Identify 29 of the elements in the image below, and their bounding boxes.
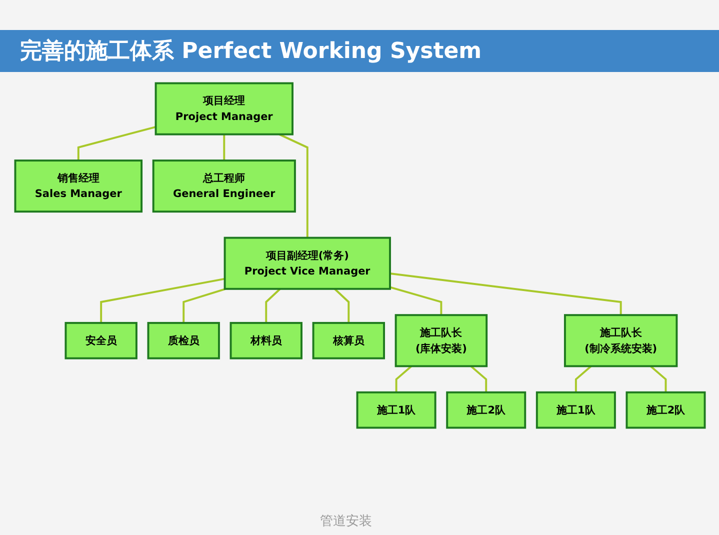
node-box: 施工队长 (制冷系统安装): [563, 314, 678, 368]
node-box: 销售经理 Sales Manager: [14, 160, 142, 213]
node-box: 安全员: [64, 322, 137, 360]
node-box: 材料员: [229, 322, 302, 360]
node-box: 施工2队: [446, 391, 526, 429]
connector: [76, 126, 156, 161]
node-box: 项目经理 Project Manager: [154, 82, 293, 136]
connector: [222, 134, 225, 161]
connector: [264, 288, 280, 323]
connector: [389, 272, 622, 316]
connector: [182, 288, 226, 323]
connector: [389, 286, 442, 316]
node-box: 质检员: [146, 322, 220, 360]
node-box: 施工队长 (库体安装): [394, 314, 488, 368]
node-box: 项目副经理(常务) Project Vice Manager: [223, 236, 390, 290]
slide-title: 完善的施工体系 Perfect Working System: [0, 30, 719, 72]
connector: [394, 365, 412, 392]
connector: [278, 133, 308, 238]
connector: [574, 365, 592, 392]
node-box: 总工程师 General Engineer: [152, 160, 296, 213]
connector: [649, 365, 666, 392]
connector: [334, 288, 350, 323]
note-text: 管道安装: [320, 514, 372, 529]
node-box: 核算员: [312, 322, 384, 360]
node-box: 施工2队: [625, 391, 706, 429]
connector: [100, 278, 224, 323]
node-box: 施工1队: [535, 391, 616, 429]
node-box: 施工1队: [356, 391, 436, 429]
connector: [470, 365, 487, 392]
